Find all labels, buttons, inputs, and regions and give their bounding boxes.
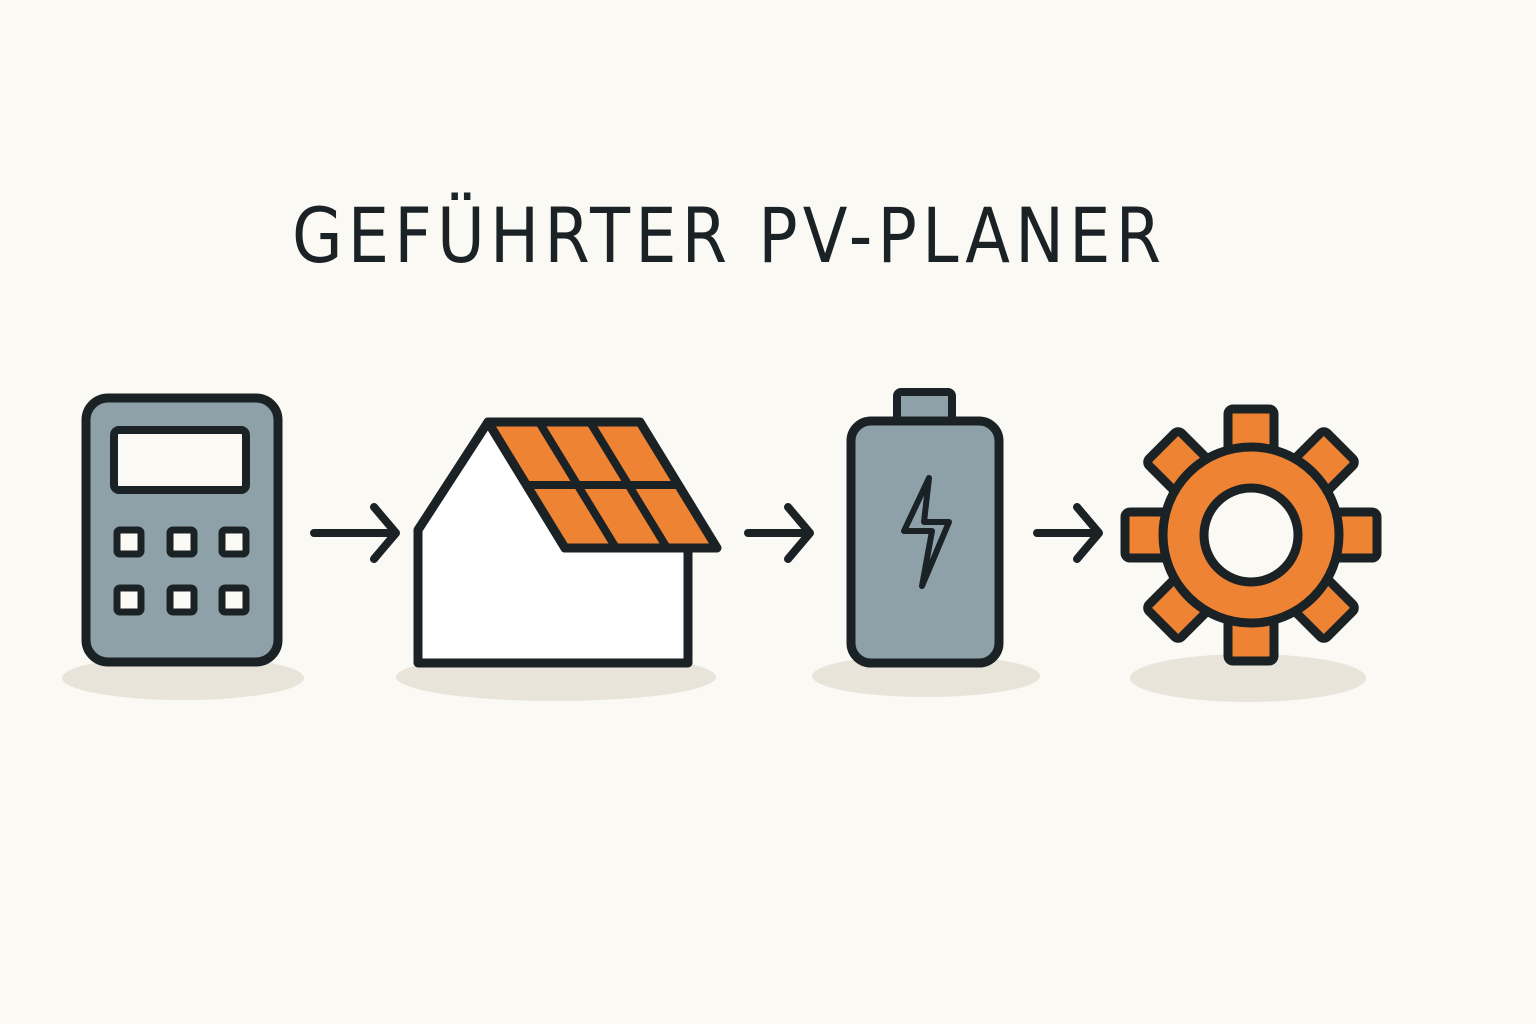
arrow-right-icon	[1033, 503, 1103, 563]
battery-step	[812, 388, 1040, 697]
battery-icon	[846, 388, 1004, 668]
calculator-shadow	[62, 656, 304, 700]
arrow-right-icon	[310, 503, 400, 563]
house-step	[396, 417, 722, 701]
calculator-step	[62, 393, 304, 700]
gear-shadow	[1130, 654, 1366, 702]
arrow-right-icon	[744, 503, 814, 563]
house-solar-roof-icon	[413, 417, 722, 668]
calculator-icon	[81, 393, 283, 667]
gear-icon	[1120, 404, 1382, 666]
page-title: GEFÜHRTER PV-PLANER	[292, 191, 1167, 280]
gear-step	[1120, 404, 1382, 702]
